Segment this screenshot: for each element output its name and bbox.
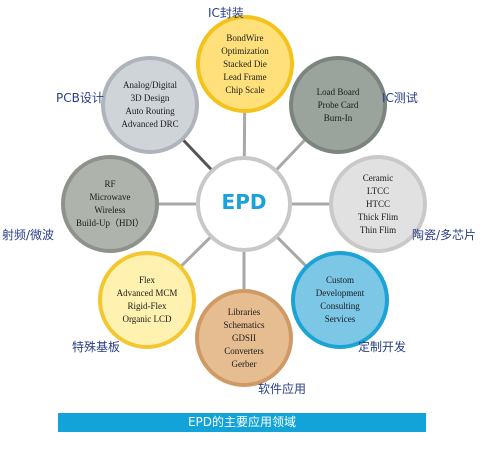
node-circle-rf bbox=[61, 155, 159, 253]
node-line: Chip Scale bbox=[225, 84, 265, 95]
node-circle-software bbox=[195, 289, 293, 387]
node-line: Advanced DRC bbox=[121, 119, 179, 129]
center-label: EPD bbox=[221, 190, 267, 214]
node-circle-pcb bbox=[101, 56, 199, 154]
node-line: Analog/Digital bbox=[123, 80, 177, 90]
node-line: Consulting bbox=[320, 301, 360, 311]
node-line: Stacked Die bbox=[223, 58, 267, 69]
node-line: Ceramic bbox=[362, 172, 394, 183]
node-line: RF bbox=[104, 179, 116, 189]
node-line: Schematics bbox=[223, 319, 265, 330]
node-line: Flex bbox=[138, 275, 155, 285]
category-label-software: 软件应用 bbox=[258, 382, 307, 396]
category-label-custom: 定制开发 bbox=[358, 340, 407, 354]
node-line: LTCC bbox=[366, 185, 390, 196]
node-circle-ceramic bbox=[329, 155, 427, 253]
node-line: BondWire bbox=[226, 32, 264, 43]
node-line: Probe Card bbox=[317, 99, 359, 110]
node-line: HTCC bbox=[365, 198, 390, 209]
node-line: Converters bbox=[224, 345, 264, 356]
node-line: Rigid-Flex bbox=[127, 301, 167, 311]
node-line: Libraries bbox=[227, 306, 261, 317]
node-circle-custom bbox=[291, 251, 389, 349]
node-line: Advanced MCM bbox=[116, 288, 178, 298]
node-circle-ic-test bbox=[289, 56, 387, 154]
category-label-special: 特殊基板 bbox=[72, 340, 121, 354]
node-line: Custom bbox=[325, 275, 354, 285]
category-label-ic-test: IC测试 bbox=[382, 91, 418, 105]
node-circle-ic-package bbox=[196, 15, 294, 113]
node-line: Auto Routing bbox=[125, 106, 175, 116]
node-line: Gerber bbox=[231, 358, 257, 369]
node-line: Burn-In bbox=[323, 112, 353, 123]
node-line: 3D Design bbox=[130, 93, 170, 103]
node-circle-special bbox=[98, 251, 196, 349]
node-line: Microwave bbox=[89, 192, 131, 202]
node-line: Thin Flim bbox=[359, 224, 397, 235]
node-line: GDSII bbox=[232, 332, 256, 343]
center-circle bbox=[196, 156, 292, 252]
node-line: Wireless bbox=[94, 205, 126, 215]
node-line: Lead Frame bbox=[223, 71, 267, 82]
node-circles bbox=[61, 15, 427, 387]
node-line: Organic LCD bbox=[122, 314, 172, 324]
node-line: Build-Up（HDI） bbox=[76, 218, 144, 228]
category-label-pcb: PCB设计 bbox=[56, 91, 104, 105]
node-line: Optimization bbox=[221, 45, 269, 56]
caption-bar: EPD的主要应用领域 bbox=[58, 413, 426, 432]
category-label-ceramic: 陶瓷/多芯片 bbox=[412, 228, 477, 242]
node-line: Thick Flim bbox=[357, 211, 399, 222]
node-line: Services bbox=[324, 314, 356, 324]
category-label-ic-package: IC封装 bbox=[208, 6, 244, 20]
node-line: Load Board bbox=[316, 86, 360, 97]
node-line: Development bbox=[315, 288, 365, 298]
category-label-rf: 射频/微波 bbox=[2, 228, 55, 242]
